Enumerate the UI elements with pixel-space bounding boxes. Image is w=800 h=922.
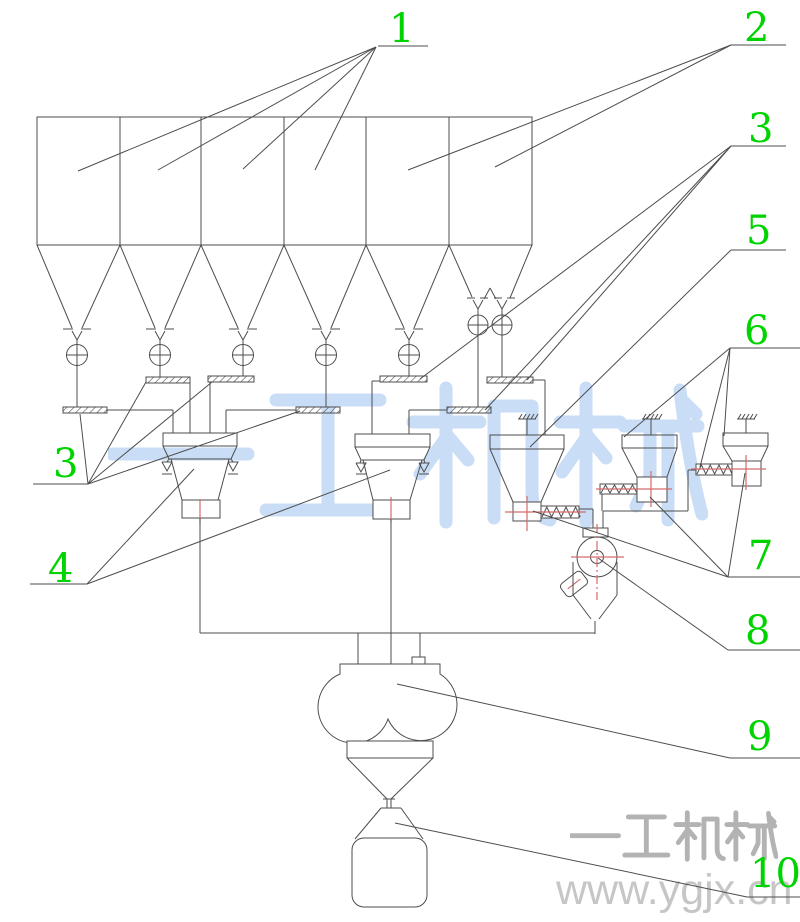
storage-silos	[36, 116, 533, 246]
silo6-double-outlet	[448, 244, 533, 407]
twin-valve-right	[491, 314, 513, 336]
watermark-url: www.ygjx.cn	[556, 866, 793, 914]
butterfly-valve-3	[232, 344, 254, 366]
slide-gate-5	[379, 375, 428, 383]
part-label-3-right: 3	[748, 106, 774, 152]
weigh-hopper-5	[691, 432, 769, 490]
part-label-3-left: 3	[53, 441, 79, 487]
part-label-6: 6	[744, 308, 770, 354]
part-label-4: 4	[48, 546, 74, 592]
mixer	[317, 656, 458, 808]
part-label-1: 1	[389, 6, 415, 52]
silo-cones-and-valves	[36, 244, 450, 407]
rotary-feeder	[559, 524, 624, 634]
discharge-box-5	[731, 460, 762, 487]
slide-gate-7	[446, 406, 492, 414]
center-watermark: 一工机械	[108, 380, 708, 532]
weigh-hopper-4	[596, 434, 696, 528]
butterfly-valve-4	[315, 344, 337, 366]
rotary-feeder-body	[576, 536, 618, 578]
part-label-8: 8	[745, 608, 771, 654]
screw-feeder-3	[540, 505, 580, 519]
weigh-hopper-3	[489, 434, 594, 531]
mixer-inlet-port	[411, 656, 426, 665]
butterfly-valve-5	[398, 344, 420, 366]
discharge-box-2	[372, 499, 411, 520]
corner-watermark-text: 一工机械	[570, 810, 571, 811]
slide-gate-3	[207, 375, 255, 383]
slide-gate-1	[62, 406, 108, 414]
butterfly-valve-1	[66, 344, 88, 366]
corner-watermark: 一工机械	[570, 810, 778, 864]
twin-valve-left	[467, 314, 489, 336]
hanger-supports	[518, 413, 758, 435]
discharge-box-1	[181, 499, 221, 519]
weigh-hopper-1	[161, 432, 239, 633]
screw-feeder-5	[695, 463, 733, 476]
gate-piping	[107, 379, 546, 435]
leader-lines	[30, 44, 800, 898]
slide-gate-6	[486, 376, 534, 384]
part-label-9: 9	[747, 714, 773, 760]
part-label-5: 5	[746, 208, 772, 254]
weigh-hopper-2	[354, 433, 431, 664]
slide-gate-4	[295, 406, 341, 414]
discharge-box-4	[636, 476, 668, 503]
collect-piping	[200, 632, 595, 664]
center-watermark-text: 一工机械	[108, 380, 109, 381]
packing-container	[351, 807, 428, 908]
part-label-2: 2	[744, 5, 770, 51]
slide-gates	[62, 375, 534, 414]
slide-gate-2	[145, 376, 191, 384]
screw-feeder-4	[599, 483, 638, 495]
part-label-7: 7	[748, 533, 774, 579]
butterfly-valve-2	[149, 344, 171, 366]
discharge-box-3	[512, 501, 542, 522]
feeder-motor	[559, 570, 589, 598]
